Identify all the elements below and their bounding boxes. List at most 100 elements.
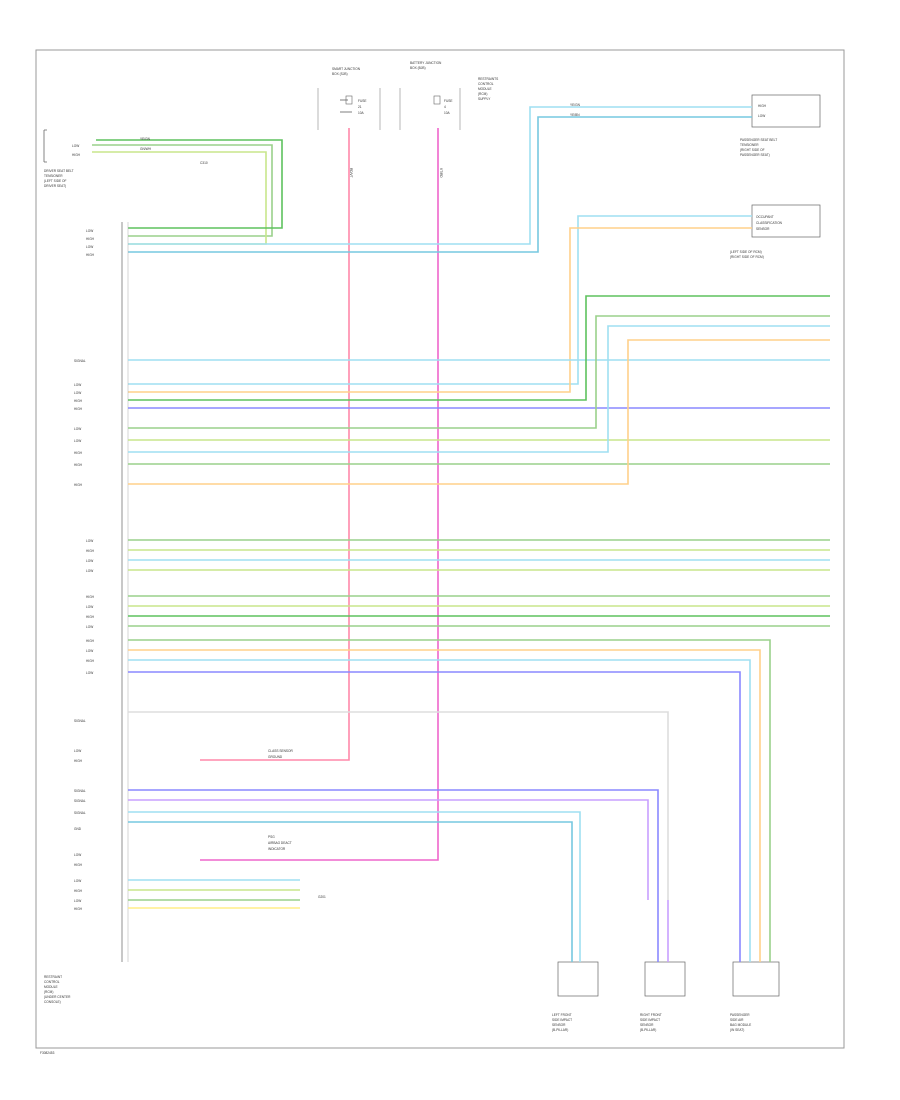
right-front-impact-sensor: RIGHT FRONT SIDE IMPACT SENSOR (B-PILLAR…: [640, 961, 686, 1032]
label-line: (RIGHT SIDE OF: [740, 148, 765, 152]
label-line: LEFT FRONT: [552, 1013, 572, 1017]
fuse-label: 21: [358, 105, 362, 109]
pin-label: LOW: [74, 383, 81, 387]
ground-label: G201: [318, 895, 326, 899]
label-line: (IN SEAT): [730, 1028, 744, 1032]
pin-label: HIGH: [72, 153, 81, 157]
fuse-label: 10A: [358, 111, 365, 115]
pin-label: LOW: [86, 559, 93, 563]
left-front-impact-sensor: LEFT FRONT SIDE IMPACT SENSOR (B-PILLAR): [552, 961, 599, 1032]
pin-label: HIGH: [74, 407, 83, 411]
pin-label: LOW: [86, 229, 93, 233]
pin-label: LOW: [86, 569, 93, 573]
pin-label: LOW: [86, 605, 93, 609]
fuse-label: FUSE: [444, 99, 453, 103]
driver-seat-belt-tensioner: LOW HIGH DRIVER SEAT BELT TENSIONER (LEF…: [43, 129, 81, 188]
pin-label: HIGH: [86, 615, 95, 619]
label-line: SIDE IMPACT: [552, 1018, 572, 1022]
pin-label: LOW: [72, 144, 79, 148]
label-line: RESTRAINTS: [478, 77, 498, 81]
impact-sensor-wires: [128, 711, 669, 909]
pin-label: HIGH: [74, 399, 83, 403]
passenger-seat-belt-tensioner: HIGH LOW PASSENGER SEAT BELT TENSIONER (…: [740, 94, 821, 157]
pin-label: HIGH: [86, 595, 95, 599]
rcm-connector: RESTRAINT CONTROL MODULE (RCM) (UNDER CE…: [44, 222, 129, 1004]
label-line: (UNDER CENTER: [44, 995, 71, 999]
label-line: SIDE AIR: [730, 1018, 744, 1022]
pin-label: LOW: [74, 853, 81, 857]
label-line: (RCM): [44, 990, 53, 994]
label-line: BOX (BJB): [410, 66, 426, 70]
rcm-signal-wires: [128, 295, 830, 485]
label-line: RESTRAINT: [44, 975, 62, 979]
pin-label: HIGH: [86, 639, 95, 643]
label-line: PSG: [268, 835, 275, 839]
pin-label: GND: [74, 827, 82, 831]
pin-label: LOW: [758, 114, 765, 118]
pin-label: HIGH: [86, 253, 95, 257]
fuse-label: 4: [444, 105, 446, 109]
label-line: DRIVER SEAT): [44, 184, 66, 188]
pin-label: LOW: [74, 427, 81, 431]
power-feed-wires: RD/VT VT/RD: [200, 128, 443, 861]
pin-label: LOW: [74, 879, 81, 883]
rcm-pin-labels: LOW HIGH LOW HIGH SIGNAL LOW LOW HIGH HI…: [74, 229, 95, 911]
wire-code: VT/RD: [439, 168, 443, 178]
pin-label: LOW: [86, 649, 93, 653]
label-line: SENSOR: [640, 1023, 654, 1027]
pin-label: LOW: [86, 625, 93, 629]
rcm-bundle-wires: [128, 539, 830, 900]
label-line: PASSENGER: [730, 1013, 750, 1017]
pin-label: SIGNAL: [74, 811, 86, 815]
label-line: CLASS SENSOR: [268, 749, 293, 753]
pin-label: LOW: [74, 899, 81, 903]
pin-label: HIGH: [74, 863, 83, 867]
occupant-sensor-wires: [128, 215, 752, 393]
label-line: (B-PILLAR): [640, 1028, 656, 1032]
pin-label: LOW: [74, 391, 81, 395]
wire-code: YE/GN: [570, 103, 581, 107]
pin-label: HIGH: [86, 237, 95, 241]
label-line: (RIGHT SIDE OF RCM): [730, 255, 764, 259]
pin-label: LOW: [86, 539, 93, 543]
label-line: MODULE: [44, 985, 58, 989]
pin-label: SIGNAL: [74, 719, 86, 723]
wire-code: YE/GN: [140, 137, 151, 141]
label-line: SENSOR: [756, 227, 770, 231]
label-line: SENSOR: [552, 1023, 566, 1027]
pin-label: HIGH: [74, 889, 83, 893]
pin-label: LOW: [86, 245, 93, 249]
pin-label: LOW: [86, 671, 93, 675]
label-line: DRIVER SEAT BELT: [44, 169, 74, 173]
label-line: MODULE: [478, 87, 492, 91]
pin-label: LOW: [74, 439, 81, 443]
pin-label: HIGH: [74, 759, 83, 763]
passenger-side-airbag-module: PASSENGER SIDE AIR BAG MODULE (IN SEAT): [730, 961, 780, 1032]
wire-code: YE/BN: [570, 113, 580, 117]
label-line: BOX (SJB): [332, 72, 348, 76]
pin-label: HIGH: [74, 483, 83, 487]
label-line: SUPPLY: [478, 97, 491, 101]
rcm-supply-label: RESTRAINTS CONTROL MODULE (RCM) SUPPLY: [478, 77, 498, 101]
label-line: CONTROL: [478, 82, 494, 86]
occupant-classification-sensor: OCCUPANT CLASSIFICATION SENSOR (LEFT SID…: [730, 204, 821, 259]
passenger-belt-wires: YE/GN YE/BN: [128, 103, 752, 253]
label-line: (B-PILLAR): [552, 1028, 568, 1032]
fuse-box-a: SMART JUNCTION BOX (SJB) FUSE 21 10A: [317, 67, 381, 130]
pin-label: HIGH: [86, 659, 95, 663]
fuse-label: 10A: [444, 111, 451, 115]
pin-label: HIGH: [758, 104, 767, 108]
label-line: AIRBAG DEACT: [268, 841, 292, 845]
label-line: SIDE IMPACT: [640, 1018, 660, 1022]
pin-label: SIGNAL: [74, 789, 86, 793]
pin-label: HIGH: [74, 907, 83, 911]
label-line: INDICATOR: [268, 847, 286, 851]
label-line: BATTERY JUNCTION: [410, 61, 442, 65]
label-line: CONTROL: [44, 980, 60, 984]
label-line: (LEFT SIDE OF: [44, 179, 66, 183]
pin-label: HIGH: [74, 463, 83, 467]
label-line: RIGHT FRONT: [640, 1013, 662, 1017]
label-line: TENSIONER: [44, 174, 63, 178]
label-line: TENSIONER: [740, 143, 759, 147]
